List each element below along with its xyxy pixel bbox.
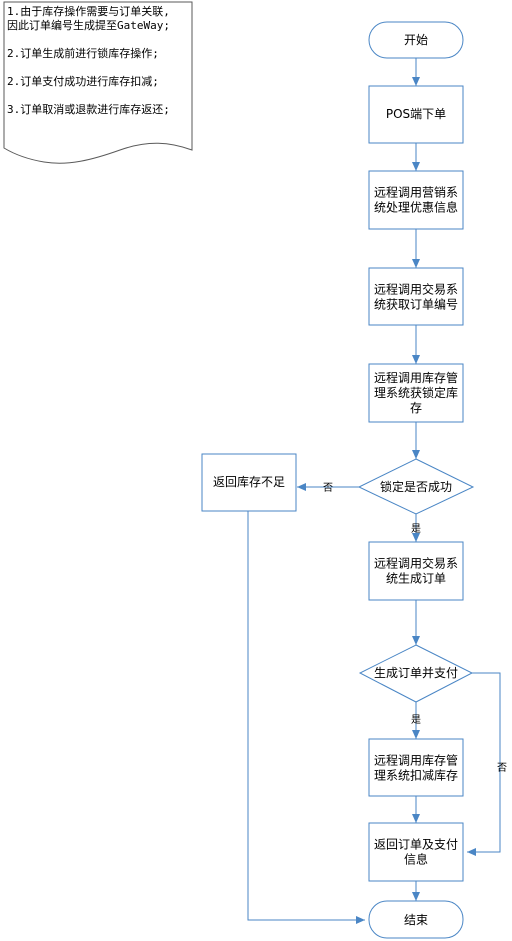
get-order-no-text-line: 统获取订单编号 xyxy=(374,297,458,312)
edge-label-pay-yes: 是 xyxy=(411,714,421,726)
note-text: 1.由于库存操作需要与订单关联,因此订单编号生成提至GateWay; 2.订单生成… xyxy=(7,4,170,116)
return-order-text-line: 信息 xyxy=(404,852,428,867)
end-terminator xyxy=(368,900,464,939)
return-order-box xyxy=(368,822,464,882)
note-shape xyxy=(3,1,193,164)
deduct-stock-text-line: 理系统扣减库存 xyxy=(374,768,458,783)
edge-pay-no-to-return xyxy=(467,672,501,856)
stock-insufficient-text-line: 返回库存不足 xyxy=(213,474,285,489)
lock-stock-text-line: 远程调用库存管 xyxy=(374,370,458,385)
end-text-line: 结束 xyxy=(404,913,428,927)
edge-label-pay-no: 否 xyxy=(497,762,507,774)
create-order-box xyxy=(368,541,464,601)
stock-insufficient-box xyxy=(201,453,297,512)
create-and-pay-text-line: 生成订单并支付 xyxy=(374,666,458,680)
get-order-no-box xyxy=(368,267,464,326)
note-block: 1.由于库存操作需要与订单关联,因此订单编号生成提至GateWay; 2.订单生成… xyxy=(3,1,193,164)
marketing-box xyxy=(368,170,464,230)
get-order-no-text-line: 远程调用交易系 xyxy=(374,282,458,297)
create-order-text-line: 远程调用交易系 xyxy=(374,556,458,571)
marketing-text-line: 远程调用营销系 xyxy=(374,185,458,200)
edge-label-lock-yes: 是 xyxy=(411,523,421,535)
note-line: 1.由于库存操作需要与订单关联, xyxy=(7,4,170,18)
edge-label-lock-no: 否 xyxy=(323,482,333,494)
note-line: 3.订单取消或退款进行库存返还; xyxy=(7,102,170,116)
create-and-pay-label: 生成订单并支付 xyxy=(374,666,458,680)
lock-stock-text-line: 存 xyxy=(410,401,422,415)
create-order-text-line: 统生成订单 xyxy=(386,572,446,586)
deduct-stock-box xyxy=(368,738,464,797)
edges xyxy=(247,58,501,924)
edge-labels: 否 是 是 否 xyxy=(323,482,507,774)
end-label: 结束 xyxy=(404,913,428,927)
note-line: 2.订单支付成功进行库存扣减; xyxy=(7,74,159,88)
marketing-text-line: 统处理优惠信息 xyxy=(374,200,458,215)
edge-insufficient-to-end xyxy=(247,511,365,924)
pos-order-box xyxy=(368,85,464,144)
stock-insufficient-label: 返回库存不足 xyxy=(213,474,285,489)
lock-success-decision xyxy=(357,458,475,515)
lock-stock-text-line: 理系统获锁定库 xyxy=(374,385,458,400)
deduct-stock-text-line: 远程调用库存管 xyxy=(374,753,458,768)
return-order-text-line: 返回订单及支付 xyxy=(374,838,458,852)
start-text-line: 开始 xyxy=(404,33,428,47)
lock-stock-box xyxy=(368,363,464,423)
lock-success-text-line: 锁定是否成功 xyxy=(380,479,452,494)
start-label: 开始 xyxy=(404,33,428,47)
lock-success-label: 锁定是否成功 xyxy=(380,479,452,494)
note-line: 因此订单编号生成提至GateWay; xyxy=(7,18,170,32)
pos-order-label: POS端下单 xyxy=(386,107,446,121)
pos-order-text-line: POS端下单 xyxy=(386,107,446,121)
start-terminator xyxy=(368,21,464,59)
note-line: 2.订单生成前进行锁库存操作; xyxy=(7,46,159,60)
create-and-pay-decision xyxy=(358,644,474,703)
